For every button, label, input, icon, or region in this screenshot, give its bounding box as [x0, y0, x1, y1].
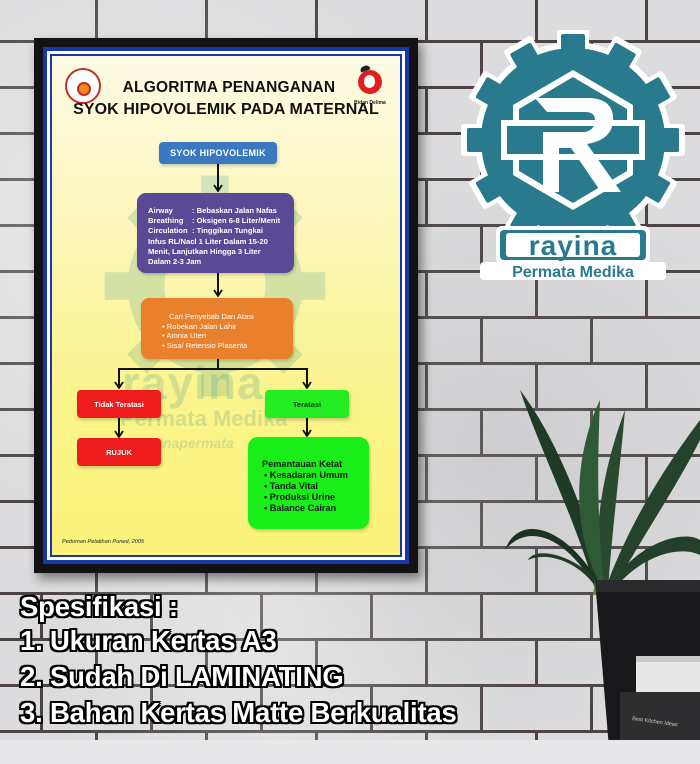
poster-title-line1: ALGORITMA PENANGANAN: [122, 79, 336, 96]
cause-item: • Sisa/ Retensio Plasenta: [162, 340, 248, 350]
arrow-down-icon: [213, 289, 223, 297]
poster-mat-outer: rayina Permata Medika www.rayinapermata …: [43, 47, 409, 564]
spec-item-3: 3. Bahan Kertas Matte Berkualitas: [20, 697, 457, 728]
abc-row-breathing: Breathing : Oksigen 6-8 Liter/Menit: [148, 216, 294, 226]
abc-row-airway: Airway : Bebaskan Jalan Nafas: [148, 206, 294, 216]
monitor-item: • Kesadaran Umum: [264, 469, 348, 480]
cause-title: Cari Penyebab Dan Atasi: [169, 312, 254, 321]
connector-line: [217, 164, 219, 191]
poster-frame: rayina Permata Medika www.rayinapermata …: [34, 38, 418, 573]
flow-box-syok-hipovolemik: SYOK HIPOVOLEMIK: [159, 142, 277, 164]
arrow-down-icon: [213, 184, 223, 192]
bidan-delima-logo: Bidan Delima: [354, 64, 386, 106]
abc-extra-line: Infus RL/Nacl 1 Liter Dalam 15-20: [148, 236, 268, 246]
poster-title-line2: SYOK HIPOVOLEMIK PADA MATERNAL: [73, 101, 379, 118]
abc-extra-line: Menit, Lanjutkan Hingga 3 Liter: [148, 246, 261, 256]
abc-key: Breathing: [148, 216, 184, 226]
abc-value: : Tinggikan Tungkai: [192, 226, 264, 236]
logo-emblem-icon: [77, 82, 91, 96]
connector-line: [217, 359, 219, 369]
flow-box-abc: Airway : Bebaskan Jalan Nafas Breathing : …: [137, 193, 294, 273]
connector-line: [217, 273, 219, 296]
monitor-item: • Produksi Urine: [264, 491, 336, 502]
abc-row-circulation: Circulation : Tinggikan Tungkai: [148, 226, 294, 236]
flow-box-pemantauan-ketat: Pemantauan Ketat • Kesadaran Umum • Tand…: [248, 437, 369, 529]
cause-item: • Atonia Uteri: [162, 331, 207, 341]
arrow-down-icon: [302, 429, 312, 437]
connector-branch-line: [118, 368, 308, 370]
floor: [0, 740, 700, 764]
flow-box-cari-penyebab: Cari Penyebab Dan Atasi • Robekan Jalan …: [141, 298, 293, 359]
abc-extra-line: Dalam 2-3 Jam: [148, 257, 202, 267]
logo-apple-icon: [358, 70, 382, 94]
connector-line: [306, 368, 308, 388]
abc-key: Circulation: [148, 226, 188, 236]
poster-mat-white: rayina Permata Medika www.rayinapermata …: [47, 51, 405, 560]
poster-mat-inner: rayina Permata Medika www.rayinapermata …: [50, 54, 402, 557]
flow-box-tidak-teratasi: Tidak Teratasi: [77, 390, 161, 418]
specs-heading: Spesifikasi :: [20, 591, 178, 622]
spec-item-1: 1. Ukuran Kertas A3: [20, 625, 277, 656]
cause-item: • Robekan Jalan Lahir: [162, 321, 237, 331]
abc-value: : Bebaskan Jalan Nafas: [192, 206, 277, 215]
spec-item-2: 2. Sudah Di LAMINATING: [20, 661, 344, 692]
flow-box-rujuk: RUJUK: [77, 438, 161, 466]
source-citation: Pedoman Pelatihan Poned, 2005: [62, 539, 145, 545]
abc-key: Airway: [148, 206, 173, 215]
poster-content: rayina Permata Medika www.rayinapermata …: [52, 56, 400, 555]
arrow-down-icon: [114, 381, 124, 389]
monitor-item: • Balance Cairan: [264, 502, 337, 513]
connector-line: [118, 368, 120, 388]
brand-name: rayina: [529, 230, 618, 261]
logo-label: Bidan Delima: [354, 100, 386, 106]
abc-value: : Oksigen 6-8 Liter/Menit: [192, 216, 281, 226]
monitor-item: • Tanda Vital: [264, 480, 318, 491]
arrow-down-icon: [114, 430, 124, 438]
monitor-title: Pemantauan Ketat: [262, 459, 343, 469]
connector-line: [118, 418, 120, 436]
brand-tagline: Permata Medika: [512, 264, 634, 280]
institution-logo-left: [65, 68, 101, 104]
arrow-down-icon: [302, 381, 312, 389]
flow-box-teratasi: Teratasi: [265, 390, 349, 418]
rayina-gear-logo-icon: rayina Permata Medika: [461, 30, 685, 280]
connector-line: [306, 418, 308, 435]
potted-plant-image: Best Kitchen Ideas: [500, 390, 700, 760]
